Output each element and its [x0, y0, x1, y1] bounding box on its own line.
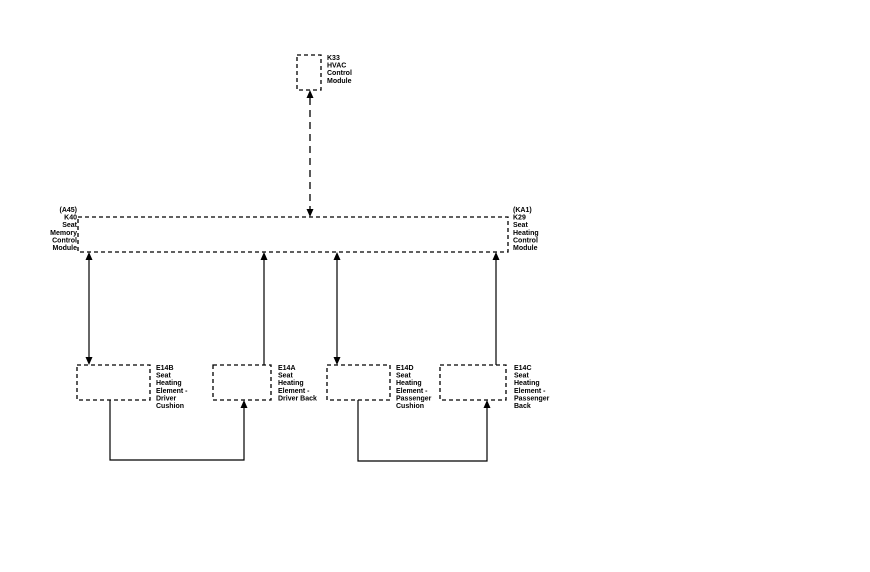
label-line: Back [514, 403, 531, 410]
label-line: E14A [278, 365, 296, 372]
link-k40-e14b [85, 252, 93, 365]
label-line: Passenger [396, 395, 432, 402]
label-line: Element - [278, 388, 310, 395]
label-line: Memory [50, 230, 77, 237]
label-line: E14C [514, 365, 532, 372]
label-line: K40 [64, 215, 77, 222]
label-line: Cushion [396, 403, 424, 410]
label-line: Seat [156, 373, 171, 380]
hvac-link [306, 90, 314, 217]
link-e14a-bus [260, 252, 268, 365]
label-line: Seat [514, 373, 529, 380]
label-line: K29 [513, 215, 526, 222]
label-line: E14B [156, 365, 174, 372]
label-line: Module [327, 78, 352, 85]
label-line: Heating [396, 380, 422, 387]
label-line: Control [52, 237, 77, 244]
label-line: Element - [156, 388, 188, 395]
link-bus-e14d [333, 252, 341, 365]
label-line: K33 [327, 55, 340, 62]
hvac-control-module-box [296, 54, 322, 91]
e14c-element-box [439, 364, 507, 401]
label-line: Module [53, 245, 78, 252]
label-line: Heating [514, 380, 540, 387]
label-line: Driver [156, 395, 177, 402]
e14b-element-box [76, 364, 151, 401]
seat-control-bus-box [77, 216, 509, 253]
label-line: Passenger [514, 395, 550, 402]
label-line: Control [327, 70, 352, 77]
label-line: Element - [514, 388, 546, 395]
link-e14b-e14a [109, 400, 248, 461]
label-line: (A45) [59, 207, 77, 214]
label-line: Seat [396, 373, 411, 380]
label-line: Heating [156, 380, 182, 387]
label-line: E14D [396, 365, 414, 372]
label-line: Seat [62, 222, 77, 229]
label-line: Cushion [156, 403, 184, 410]
label-line: Module [513, 245, 538, 252]
link-e14c-k29 [492, 252, 500, 365]
e14d-element-box [326, 364, 391, 401]
label-line: Control [513, 237, 538, 244]
label-line: Seat [513, 222, 528, 229]
label-line: (KA1) [513, 207, 532, 214]
label-line: Heating [513, 230, 539, 237]
link-e14d-e14c [357, 400, 491, 462]
label-line: Element - [396, 388, 428, 395]
e14a-element-box [212, 364, 272, 401]
label-line: HVAC [327, 63, 346, 70]
label-line: Driver Back [278, 395, 317, 402]
label-line: Seat [278, 373, 293, 380]
label-line: Heating [278, 380, 304, 387]
